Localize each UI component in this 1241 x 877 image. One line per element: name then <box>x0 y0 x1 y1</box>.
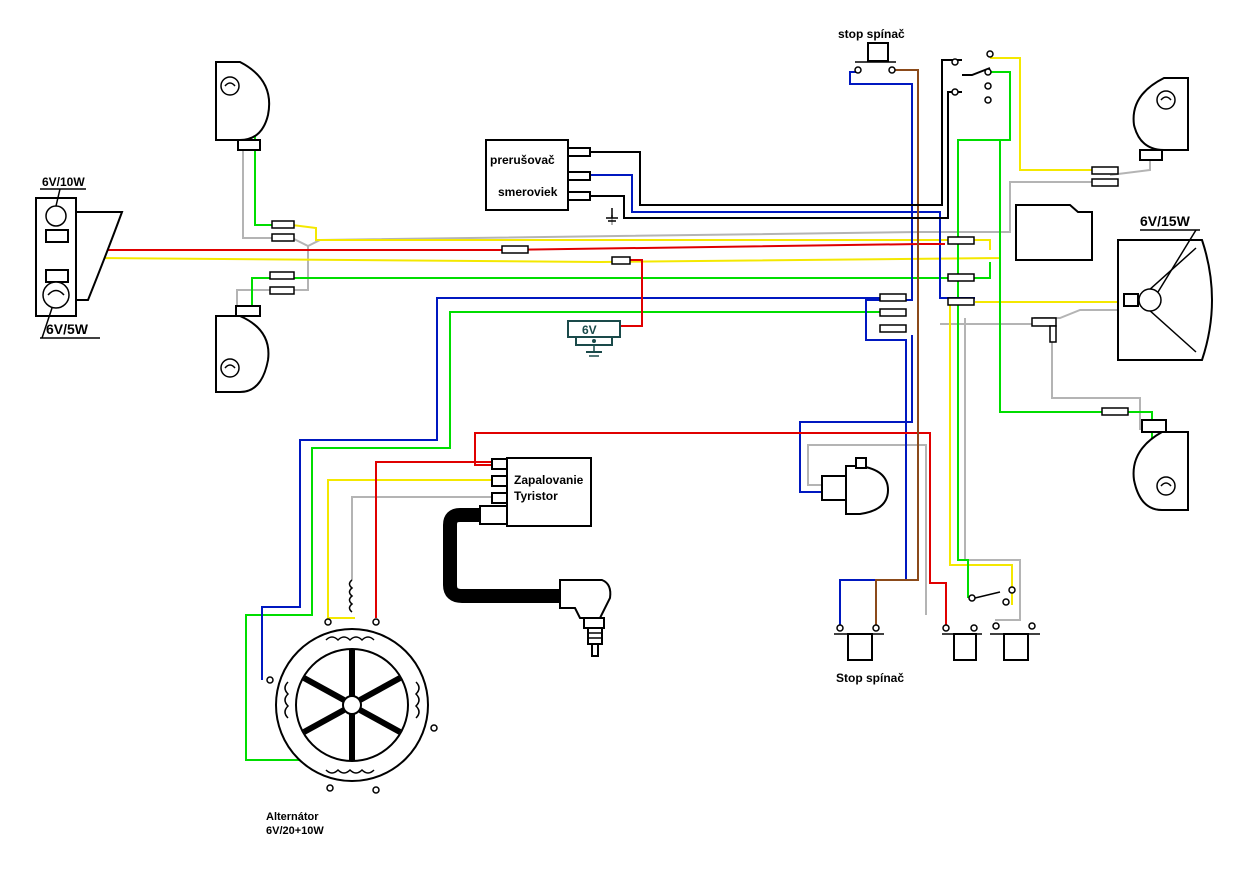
wire-black-flasher-top <box>590 59 962 206</box>
connector <box>1031 317 1057 327</box>
wire-harness <box>55 57 1161 761</box>
wire-yellow-rear <box>949 302 1013 605</box>
connector <box>501 245 529 254</box>
alternator: Alternátor 6V/20+10W <box>266 579 438 837</box>
flasher-unit: prerušovač smeroviek <box>485 139 618 222</box>
regulator-box <box>1015 204 1093 261</box>
wire-green-main-lower <box>245 311 880 761</box>
ht-cable <box>443 508 562 603</box>
wire-yellow-ignition <box>327 479 494 619</box>
indicator-front-left-top <box>215 61 271 151</box>
wire-green-right-indicator <box>999 262 1108 413</box>
stop-switch-top-label: stop spínač <box>838 27 905 41</box>
handlebar-switch-right <box>990 622 1040 661</box>
indicator-rear-right <box>1132 419 1189 511</box>
dimmer-switch <box>968 586 1016 606</box>
connector <box>947 297 975 306</box>
ignition-label-1: Zapalovanie <box>514 473 584 487</box>
connector <box>271 233 295 242</box>
headlamp: 6V/15W <box>1117 213 1213 361</box>
wire-blue-flasher <box>590 174 975 299</box>
wire-gray-main <box>291 181 1092 248</box>
ground-icon <box>606 208 618 222</box>
connector <box>1091 178 1119 187</box>
brake-lamp <box>821 457 890 515</box>
light-switch <box>951 50 994 104</box>
wire-green-right <box>990 71 1011 262</box>
handlebar-switch-left <box>942 624 982 661</box>
wire-yellow-left-flasher <box>291 224 991 250</box>
wire-gray-left-top-indicator <box>242 145 272 239</box>
connector <box>947 236 975 245</box>
bulb-6v15w-icon <box>1138 288 1162 312</box>
connector <box>269 271 295 280</box>
bulb-icon <box>220 76 240 96</box>
wire-gray-ignition <box>351 496 494 580</box>
connectors <box>269 166 1129 416</box>
connector <box>611 256 631 265</box>
wire-green-tail <box>957 139 1000 598</box>
wire-red-ignition <box>474 432 947 625</box>
connector <box>947 273 975 282</box>
connector <box>269 286 295 295</box>
wire-yellow-right-top <box>990 57 1092 171</box>
stop-switch-top: stop spínač <box>838 27 905 74</box>
wire-brown-stop <box>875 69 919 625</box>
rotor-spokes <box>302 650 402 760</box>
stop-switch-bottom: Stop spínač <box>834 624 904 685</box>
bulb-6v10w-icon <box>45 205 67 227</box>
wire-green-left-bottom <box>251 262 991 310</box>
connector <box>1049 325 1057 343</box>
bulb-6v5w-icon <box>42 281 70 309</box>
connector <box>1101 407 1129 416</box>
wire-gray-tail <box>964 318 1021 621</box>
flasher-label-1: prerušovač <box>490 153 555 167</box>
indicator-front-right-top <box>1132 77 1189 161</box>
alternator-label-2: 6V/20+10W <box>266 825 324 837</box>
bulb-icon <box>220 358 240 378</box>
wire-gray-to-headlamp <box>940 309 1122 325</box>
wire-blue-main <box>261 297 880 680</box>
connector <box>879 308 907 317</box>
ignition-unit: Zapalovanie Tyristor <box>479 457 592 527</box>
tail-lamp: 6V/10W 6V/5W <box>35 175 124 339</box>
bulb-icon <box>1156 90 1176 110</box>
ignition-label-2: Tyristor <box>514 489 558 503</box>
wire-red-alternator <box>375 461 494 618</box>
wire-gray-brake-lamp <box>807 444 927 615</box>
stop-switch-bottom-label: Stop spínač <box>836 671 904 685</box>
label-6v15w: 6V/15W <box>1140 213 1191 229</box>
connector <box>271 220 295 229</box>
wire-black-switch <box>962 67 991 76</box>
alternator-label-1: Alternátor <box>266 811 319 823</box>
connector <box>879 324 907 333</box>
battery-label: 6V <box>582 323 597 337</box>
spark-plug-cap <box>559 579 612 657</box>
battery: 6V <box>567 320 621 357</box>
wire-black-flasher-bottom <box>590 91 962 219</box>
label-6v5w: 6V/5W <box>46 321 89 337</box>
connector <box>879 293 907 302</box>
wire-red-main <box>55 243 945 251</box>
wire-blue-brake-lamp <box>799 335 913 493</box>
wire-blue-stop-top <box>839 71 913 625</box>
wire-gray-rear <box>1051 330 1141 430</box>
connector <box>1091 166 1119 175</box>
flasher-label-2: smeroviek <box>498 185 558 199</box>
indicator-front-left-bottom <box>215 305 270 393</box>
label-6v10w: 6V/10W <box>42 175 85 189</box>
bulb-icon <box>1156 476 1176 496</box>
wire-red-battery <box>620 259 643 327</box>
stator-coils <box>284 579 420 774</box>
